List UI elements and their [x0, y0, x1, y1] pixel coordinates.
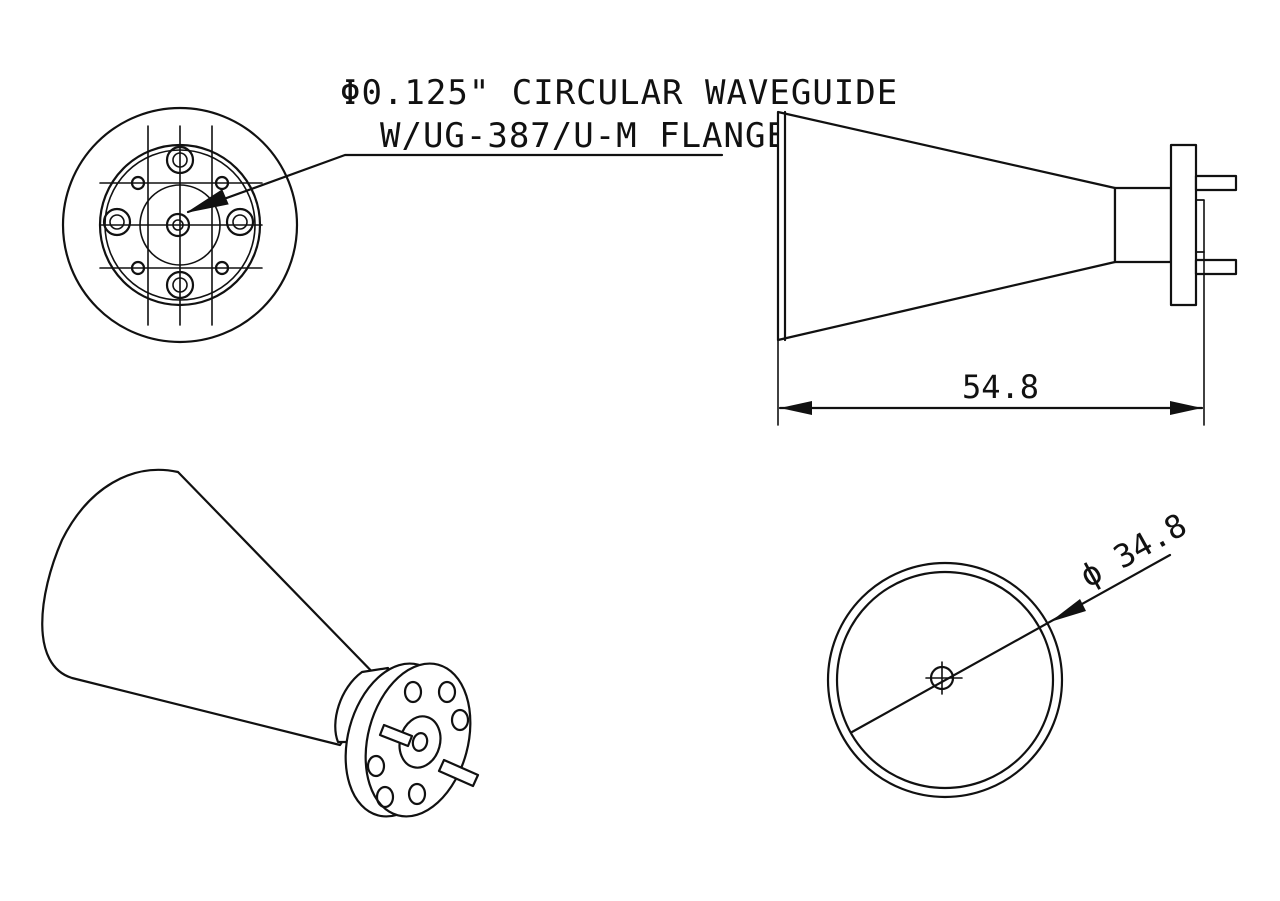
horn-cone-body: [776, 110, 1117, 342]
horn-aperture-view: ϕ 34.8: [826, 506, 1193, 799]
bolt-hole-bottom-right: [214, 260, 230, 276]
length-dimension-value: 54.8: [962, 368, 1039, 406]
waveguide-label-line2: W/UG-387/U-M FLANGE: [380, 116, 788, 156]
iso-hole-1: [403, 680, 423, 704]
diameter-dimension-line: [850, 553, 1172, 734]
diameter-dimension-value: ϕ 34.8: [1073, 506, 1193, 595]
leader-line: [186, 153, 724, 214]
dim-arrow-right: [1170, 401, 1202, 415]
side-flange: [1169, 143, 1198, 307]
iso-waveguide-aperture: [411, 732, 429, 752]
alignment-pin-bottom: [1194, 258, 1238, 276]
waveguide-aperture-inner: [172, 219, 184, 231]
pin-hole-left: [102, 207, 132, 237]
iso-pin-lower: [437, 758, 480, 788]
leader-arrowhead: [187, 189, 229, 213]
iso-pin-upper: [378, 723, 414, 748]
waveguide-callout: Φ0.125" CIRCULAR WAVEGUIDE W/UG-387/U-M …: [186, 73, 898, 214]
bolt-hole-bottom-left: [130, 260, 146, 276]
iso-hole-2: [437, 680, 457, 704]
flange-front-view: [61, 106, 299, 344]
flange-outer-circle: [61, 106, 299, 344]
horn-throat: [1113, 186, 1173, 264]
bolt-hole-top-left: [130, 175, 146, 191]
aperture-outer-circle: [826, 561, 1064, 799]
aperture-inner-circle: [835, 570, 1055, 790]
pin-hole-right: [225, 207, 255, 237]
pin-hole-top: [165, 145, 195, 175]
flange-face-step: [1195, 199, 1205, 253]
pin-hole-bottom: [165, 270, 195, 300]
waveguide-label-line1: Φ0.125" CIRCULAR WAVEGUIDE: [340, 73, 898, 113]
alignment-pin-top: [1194, 174, 1238, 192]
iso-cone-body: [41, 468, 384, 747]
bolt-hole-top-right: [214, 175, 230, 191]
diameter-arrowhead: [1050, 599, 1086, 622]
dim-arrow-left: [780, 401, 812, 415]
waveguide-aperture: [165, 212, 191, 238]
iso-hole-3: [450, 708, 470, 732]
horn-isometric-view: [41, 468, 480, 818]
horn-side-view: 54.8: [776, 110, 1238, 426]
iso-hole-5: [375, 785, 395, 809]
iso-hole-4: [366, 754, 386, 778]
iso-hole-6: [407, 782, 427, 806]
